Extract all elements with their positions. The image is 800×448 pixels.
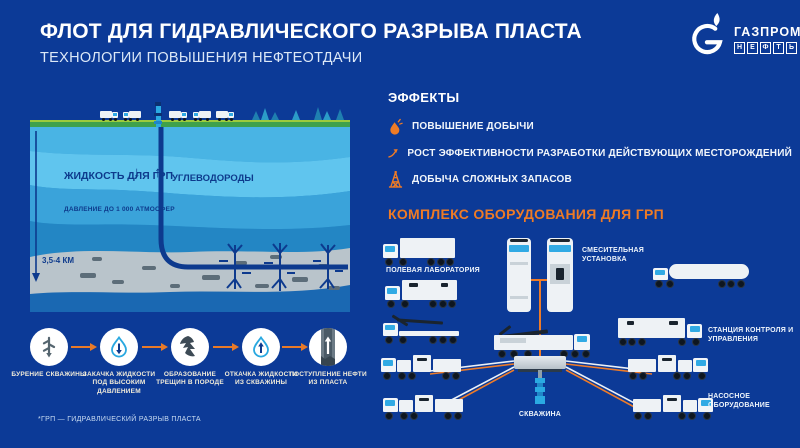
gazprom-flame-icon: [692, 13, 723, 55]
effects-heading: ЭФФЕКТЫ: [388, 90, 460, 105]
truck-control-station: [618, 316, 702, 346]
step-circle: [309, 328, 347, 366]
surface-truck-icon: [169, 108, 188, 121]
effect-label: ПОВЫШЕНИЕ ДОБЫЧИ: [412, 121, 534, 132]
truck-mixer-2: [547, 238, 573, 312]
step-circle: [171, 328, 209, 366]
step-pumping-out: ОТКАЧКА ЖИДКОСТИ ИЗ СКВАЖИНЫ: [222, 326, 300, 388]
process-steps: БУРЕНИЕ СКВАЖИНЫ ЗАКАЧКА ЖИДКОСТИ ПОД ВЫ…: [8, 326, 367, 410]
page-title: ФЛОТ ДЛЯ ГИДРАВЛИЧЕСКОГО РАЗРЫВА ПЛАСТА: [40, 20, 582, 43]
well-pipe: [158, 127, 348, 270]
droplet-up-icon: [253, 335, 269, 358]
step-arrow-icon: [282, 343, 308, 351]
label-control-station: СТАНЦИЯ КОНТРОЛЯ И УПРАВЛЕНИЯ: [708, 327, 794, 344]
brand-sub-letter: Н: [734, 42, 745, 54]
step-label: ОТКАЧКА ЖИДКОСТИ ИЗ СКВАЖИНЫ: [224, 371, 298, 387]
brand-sub-letter: Ь: [786, 42, 797, 54]
step-arrow-icon: [213, 343, 239, 351]
manifold-block: [514, 356, 566, 372]
effect-item: ДОБЫЧА СЛОЖНЫХ ЗАПАСОВ: [388, 171, 792, 188]
step-arrow-icon: [142, 343, 168, 351]
footnote: *ГРП — ГИДРАВЛИЧЕСКИЙ РАЗРЫВ ПЛАСТА: [38, 416, 201, 423]
pipe-up-icon: [321, 328, 335, 366]
truck-mixer-1: [507, 238, 531, 312]
surface-truck-icon: [216, 108, 235, 121]
tree-icon: [261, 108, 269, 120]
hydrocarbons-label: УГЛЕВОДОРОДЫ: [172, 173, 254, 184]
truck-pump-right-1: [628, 350, 708, 380]
tree-icon: [252, 111, 260, 120]
truck-pump-left-2: [383, 390, 463, 420]
step-label: БУРЕНИЕ СКВАЖИНЫ: [11, 371, 87, 378]
step-label: ПОСТУПЛЕНИЕ НЕФТИ ИЗ ПЛАСТА: [289, 371, 367, 387]
label-field-lab: ПОЛЕВАЯ ЛАБОРАТОРИЯ: [386, 267, 480, 274]
tree-icon: [292, 110, 300, 120]
tree-icon: [323, 111, 331, 120]
page-subtitle: ТЕХНОЛОГИИ ПОВЫШЕНИЯ НЕФТЕОТДАЧИ: [40, 50, 363, 66]
step-arrow-icon: [71, 343, 97, 351]
tree-icon: [271, 112, 279, 120]
label-mixer: СМЕСИТЕЛЬНАЯ УСТАНОВКА: [582, 247, 644, 264]
growth-arrow-icon: [388, 149, 398, 158]
step-drilling: БУРЕНИЕ СКВАЖИНЫ: [10, 326, 88, 379]
underground-layers: [30, 127, 350, 312]
brand-sub-letter: Ф: [760, 42, 771, 54]
pressure-label: ДАВЛЕНИЕ ДО 1 000 АТМОСФЕР: [64, 206, 175, 213]
truck-crane: [383, 314, 459, 344]
truck-field-lab-1: [383, 236, 455, 266]
step-circle: [242, 328, 280, 366]
depth-arrow: [32, 131, 40, 282]
step-oil-inflow: ПОСТУПЛЕНИЕ НЕФТИ ИЗ ПЛАСТА: [289, 326, 367, 388]
brand-sub-letter: Е: [747, 42, 758, 54]
arrow-down-icon: ↓: [133, 164, 141, 181]
label-pumps: НАСОСНОЕ ОБОРУДОВАНИЕ: [708, 393, 770, 410]
arrow-up-icon: ↑: [154, 164, 162, 181]
truck-manifold-crane: [494, 325, 590, 358]
truck-pump-left-1: [381, 350, 461, 380]
step-fracturing: ОБРАЗОВАНИЕ ТРЕЩИН В ПОРОДЕ: [151, 326, 229, 388]
truck-tanker: [653, 258, 749, 288]
fluid-label: ЖИДКОСТЬ ДЛЯ ГРП: [64, 170, 174, 182]
effect-label: ДОБЫЧА СЛОЖНЫХ ЗАПАСОВ: [412, 174, 572, 185]
drill-icon: [42, 336, 56, 358]
effect-item: ПОВЫШЕНИЕ ДОБЫЧИ: [388, 118, 792, 135]
surface-truck-icon: [192, 108, 211, 121]
step-label: ЗАКАЧКА ЖИДКОСТИ ПОД ВЫСОКИМ ДАВЛЕНИЕМ: [82, 371, 156, 395]
derrick-icon: [388, 171, 403, 188]
crack-icon: [180, 336, 195, 357]
step-circle: [30, 328, 68, 366]
fracture-cracks: [219, 243, 343, 291]
wellhead-surface-icon: [154, 102, 162, 128]
droplet-down-icon: [111, 335, 127, 358]
tree-icon: [336, 109, 344, 120]
oil-drop-icon: [390, 118, 403, 135]
surface-truck-icon: [100, 108, 119, 121]
effect-label: РОСТ ЭФФЕКТИВНОСТИ РАЗРАБОТКИ ДЕЙСТВУЮЩИ…: [407, 147, 792, 159]
label-well: СКВАЖИНА: [518, 411, 562, 418]
step-injection: ЗАКАЧКА ЖИДКОСТИ ПОД ВЫСОКИМ ДАВЛЕНИЕМ: [80, 326, 158, 396]
brand-sub-letter: Т: [773, 42, 784, 54]
depth-label: 3,5-4 КМ: [42, 256, 75, 265]
surface-truck-icon: [122, 108, 141, 121]
brand-name: ГАЗПРОМ: [734, 25, 800, 39]
effects-section: ЭФФЕКТЫ ПОВЫШЕНИЕ ДОБЫЧИ РОСТ ЭФФЕКТИВНО…: [388, 90, 792, 188]
equipment-heading: КОМПЛЕКС ОБОРУДОВАНИЯ ДЛЯ ГРП: [388, 206, 664, 222]
tree-icon: [314, 107, 322, 120]
truck-field-lab-2: [385, 278, 457, 308]
step-circle: [100, 328, 138, 366]
step-label: ОБРАЗОВАНИЕ ТРЕЩИН В ПОРОДЕ: [156, 371, 224, 387]
well-diagram: ЖИДКОСТЬ ДЛЯ ГРП ↓ ↑ УГЛЕВОДОРОДЫ ДАВЛЕН…: [30, 100, 350, 312]
truck-pump-right-2: [633, 390, 713, 420]
effect-item: РОСТ ЭФФЕКТИВНОСТИ РАЗРАБОТКИ ДЕЙСТВУЮЩИ…: [388, 145, 792, 161]
grass-surface: [30, 120, 350, 127]
